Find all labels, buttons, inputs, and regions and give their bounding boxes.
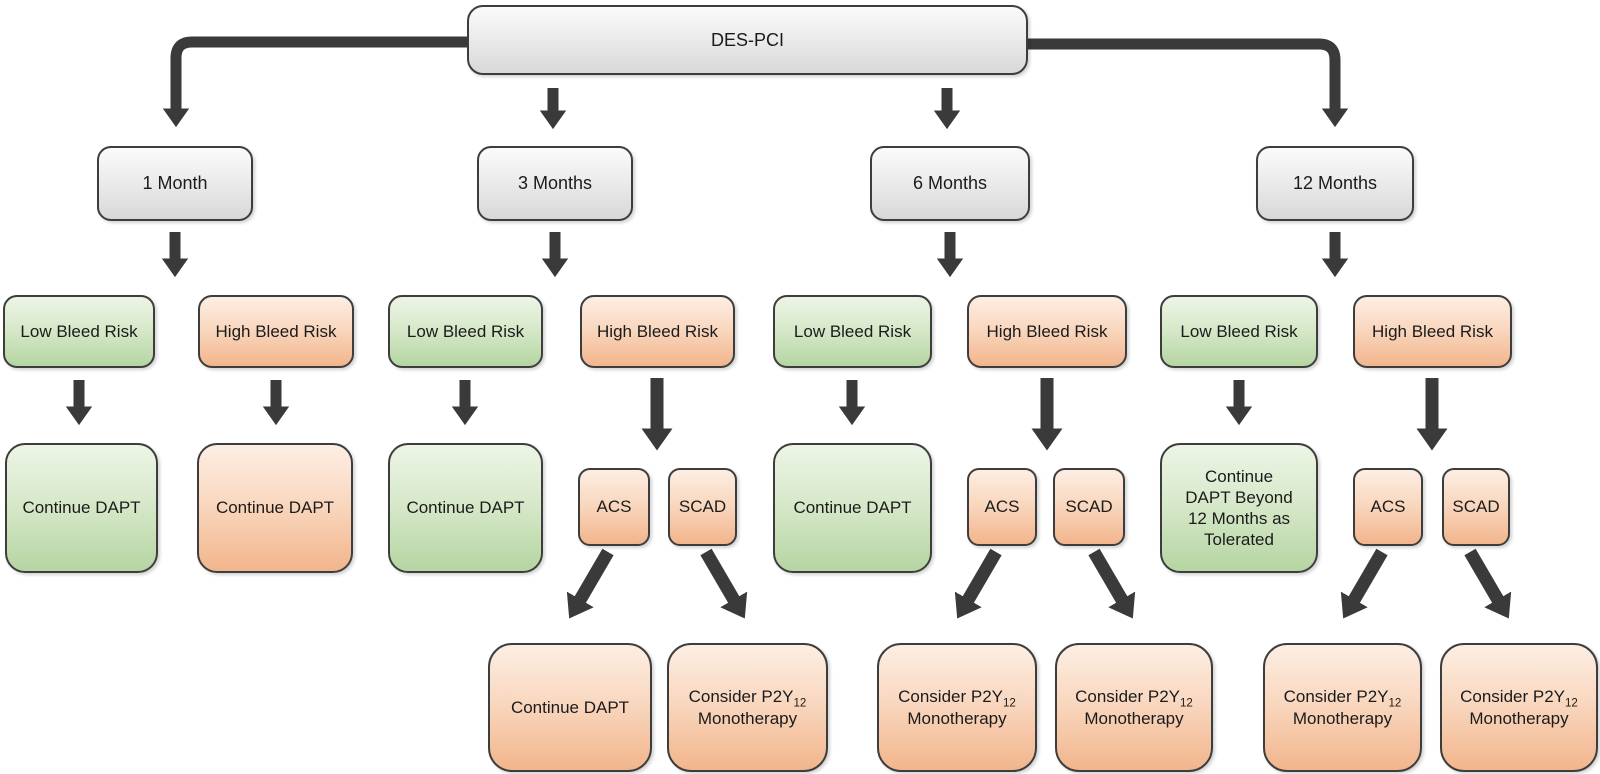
node-outcome-continue-dapt-1m-low: Continue DAPT [5, 443, 158, 573]
node-scad-3m: SCAD [668, 468, 737, 546]
outcome-text-prefix: Consider P2Y [1283, 687, 1389, 707]
outcome-text-subscript: 12 [1565, 697, 1578, 710]
node-label: Continue DAPT [215, 498, 335, 518]
arrow-scad-12m-to-outcome [1464, 548, 1512, 619]
node-label: DES-PCI [710, 29, 784, 50]
node-outcome-continue-dapt-3m-low: Continue DAPT [388, 443, 543, 573]
outcome-text-prefix: Consider P2Y [688, 687, 794, 707]
outcome-text-line2: Monotherapy [1469, 708, 1569, 728]
node-label: Continue DAPT [793, 498, 912, 518]
node-month-6: 6 Months [870, 146, 1030, 221]
node-label: High Bleed Risk [986, 321, 1108, 341]
outcome-text-subscript: 12 [1003, 697, 1016, 710]
arrow-acs-6m-to-outcome [954, 548, 1002, 619]
outcome-text-line2: Monotherapy [697, 708, 798, 728]
node-outcome-continue-dapt-6m-low: Continue DAPT [773, 443, 932, 573]
node-outcome-continue-dapt-beyond-12m: Continue DAPT Beyond 12 Months as Tolera… [1160, 443, 1318, 573]
node-label: Low Bleed Risk [1180, 321, 1298, 341]
node-label: Continue DAPT [406, 498, 525, 518]
node-label: 12 Months [1292, 173, 1378, 194]
node-label: High Bleed Risk [1372, 321, 1493, 341]
node-label: SCAD [1452, 497, 1500, 517]
node-label: 3 Months [517, 173, 593, 194]
node-label: ACS [1370, 497, 1406, 517]
node-label: SCAD [1065, 497, 1113, 517]
outcome-text-prefix: Consider P2Y [1460, 687, 1566, 707]
arrow-scad-3m-to-outcome [700, 548, 748, 619]
node-acs-3m: ACS [578, 468, 650, 546]
node-label: ACS [984, 497, 1020, 517]
node-label: High Bleed Risk [597, 321, 718, 341]
node-des-pci: DES-PCI [467, 5, 1028, 75]
node-high-bleed-12m: High Bleed Risk [1353, 295, 1512, 368]
node-low-bleed-6m: Low Bleed Risk [773, 295, 932, 368]
outcome-text-prefix: Consider P2Y [1075, 687, 1181, 707]
node-high-bleed-1m: High Bleed Risk [198, 295, 354, 368]
node-high-bleed-6m: High Bleed Risk [967, 295, 1127, 368]
node-month-12: 12 Months [1256, 146, 1414, 221]
outcome-text-subscript: 12 [793, 697, 807, 710]
arrow-scad-6m-to-outcome [1088, 548, 1136, 619]
node-label: Continue DAPT Beyond 12 Months as Tolera… [1185, 466, 1293, 550]
arrow-acs-3m-to-outcome [566, 548, 614, 619]
node-scad-12m: SCAD [1442, 468, 1510, 546]
node-label: 1 Month [142, 173, 208, 194]
node-scad-6m: SCAD [1053, 468, 1125, 546]
node-acs-6m: ACS [967, 468, 1037, 546]
outcome-text-prefix: Consider P2Y [898, 687, 1004, 707]
node-outcome-continue-dapt-1m-high: Continue DAPT [197, 443, 353, 573]
outcome-text-line2: Monotherapy [1084, 708, 1184, 728]
arrow-root-to-12-months [1028, 38, 1349, 128]
node-outcome-continue-dapt-3m-acs: Continue DAPT [488, 643, 652, 772]
outcome-text-line2: Monotherapy [1292, 708, 1393, 728]
node-label: ACS [596, 497, 632, 517]
arrow-root-to-1-month [162, 36, 467, 128]
node-month-1: 1 Month [97, 146, 253, 221]
outcome-text-subscript: 12 [1388, 697, 1402, 710]
node-label: SCAD [678, 497, 727, 517]
node-low-bleed-12m: Low Bleed Risk [1160, 295, 1318, 368]
outcome-text-subscript: 12 [1180, 697, 1193, 710]
node-label: Low Bleed Risk [20, 321, 138, 341]
node-label: Low Bleed Risk [406, 321, 525, 341]
node-label: High Bleed Risk [215, 321, 337, 341]
node-low-bleed-1m: Low Bleed Risk [3, 295, 155, 368]
node-low-bleed-3m: Low Bleed Risk [388, 295, 543, 368]
outcome-text-line2: Monotherapy [907, 708, 1007, 728]
node-high-bleed-3m: High Bleed Risk [580, 295, 735, 368]
arrow-acs-12m-to-outcome [1340, 548, 1388, 619]
node-label: Continue DAPT [510, 697, 630, 717]
node-label: Low Bleed Risk [793, 321, 912, 341]
node-label: Continue DAPT [22, 498, 141, 518]
node-month-3: 3 Months [477, 146, 633, 221]
node-acs-12m: ACS [1353, 468, 1423, 546]
node-label: 6 Months [912, 173, 988, 194]
